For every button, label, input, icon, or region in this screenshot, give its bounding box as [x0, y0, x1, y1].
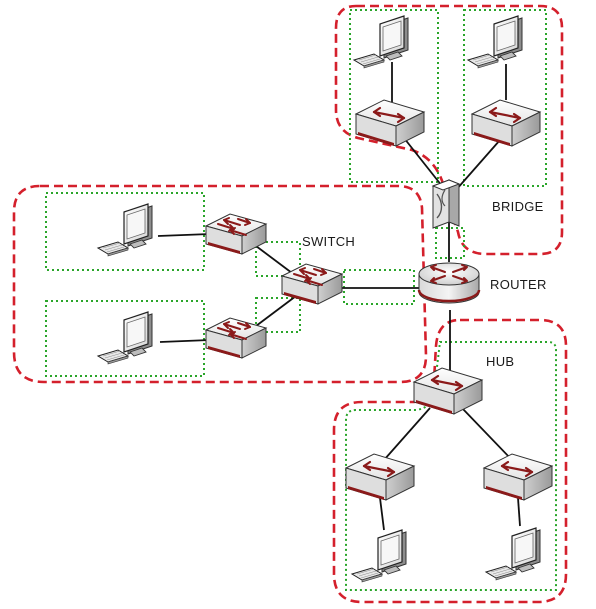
- link-switch-l1-switch-main: [255, 245, 297, 277]
- devices: [97, 15, 554, 583]
- link-pc-l1-switch: [157, 233, 211, 237]
- network-links: [157, 62, 521, 531]
- link-switch-l2-switch-main: [255, 295, 297, 327]
- label-router: ROUTER: [490, 277, 547, 292]
- collision-domain-bridge: [334, 4, 564, 256]
- computer-icon: [353, 15, 409, 69]
- link-switch-tl-bridge: [403, 137, 443, 187]
- label-switch: SWITCH: [302, 234, 355, 249]
- hub-icon: [354, 98, 426, 148]
- label-bridge: BRIDGE: [492, 199, 544, 214]
- computer-icon: [351, 529, 407, 583]
- collision-domain-switch: [12, 184, 428, 384]
- link-switch-tr-bridge: [455, 139, 501, 191]
- bridge-icon: [432, 179, 460, 229]
- link-hub-switch-br: [461, 407, 513, 461]
- computer-icon: [467, 15, 523, 69]
- hub-icon: [470, 98, 542, 148]
- group-switch-port-1: [255, 241, 301, 277]
- link-hub-switch-bl: [383, 407, 431, 461]
- computer-icon: [485, 527, 541, 581]
- group-top-right-pc: [463, 9, 547, 187]
- group-left-pc-2: [45, 300, 205, 377]
- link-pc-l2-switch: [159, 339, 211, 343]
- hub-icon: [482, 452, 554, 502]
- group-switch-uplink: [343, 269, 415, 305]
- link-switch-bl-pc: [379, 497, 385, 531]
- broadcast-domain-outlines: [45, 9, 557, 591]
- computer-icon: [97, 311, 153, 365]
- label-hub: HUB: [486, 354, 514, 369]
- router-icon: [417, 261, 481, 305]
- group-bridge-router: [435, 227, 465, 259]
- group-switch-port-2: [255, 297, 301, 333]
- link-switch-br-pc: [517, 497, 521, 527]
- group-left-pc-1: [45, 192, 205, 271]
- collision-domain-outlines: [12, 4, 568, 604]
- computer-icon: [97, 203, 153, 257]
- hub-icon: [344, 452, 416, 502]
- device-labels: BRIDGE SWITCH ROUTER HUB: [302, 199, 547, 369]
